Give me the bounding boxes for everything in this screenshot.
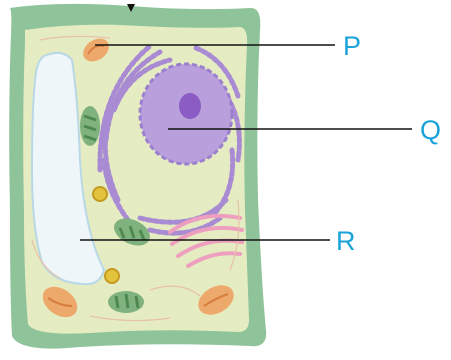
chloroplast <box>80 106 100 146</box>
label-p: P <box>343 33 361 60</box>
nucleolus <box>179 93 201 119</box>
label-r: R <box>336 228 356 255</box>
granule <box>105 269 119 283</box>
chloroplast <box>108 291 144 313</box>
nucleus <box>140 64 232 164</box>
granule <box>93 187 107 201</box>
label-q: Q <box>420 117 441 144</box>
